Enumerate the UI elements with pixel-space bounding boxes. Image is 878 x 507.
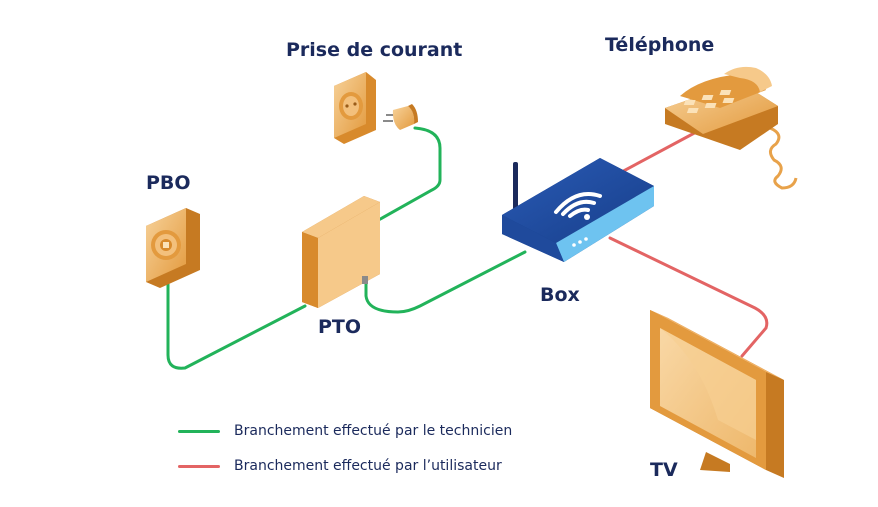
legend-technicien: Branchement effectué par le technicien	[178, 423, 512, 439]
cable-pbo-pto	[166, 278, 307, 370]
pto-label: PTO	[318, 316, 362, 338]
legend-utilisateur-swatch	[178, 464, 220, 468]
legend-technicien-swatch	[178, 429, 220, 433]
power-plug-icon	[383, 104, 418, 130]
box-label: Box	[540, 284, 580, 306]
cable-plug-pto	[373, 126, 442, 224]
cable-box-tv	[608, 236, 769, 358]
telephone-label: Téléphone	[605, 34, 715, 56]
cables	[166, 126, 769, 370]
tv-icon	[650, 310, 784, 478]
pbo-label: PBO	[146, 172, 191, 194]
wall-socket-icon	[334, 72, 376, 144]
telephone-icon	[665, 66, 798, 190]
wifi-router-icon	[502, 158, 654, 262]
legend-utilisateur-text: Branchement effectué par l’utilisateur	[234, 458, 502, 474]
cable-pto-box	[364, 250, 527, 314]
pbo-box-icon	[146, 208, 200, 288]
prise-de-courant-label: Prise de courant	[286, 39, 463, 61]
pto-box-icon	[302, 196, 380, 308]
tv-label: TV	[650, 459, 678, 481]
legend-technicien-text: Branchement effectué par le technicien	[234, 423, 513, 439]
cable-box-telephone	[614, 128, 702, 177]
legend-utilisateur: Branchement effectué par l’utilisateur	[178, 458, 502, 474]
